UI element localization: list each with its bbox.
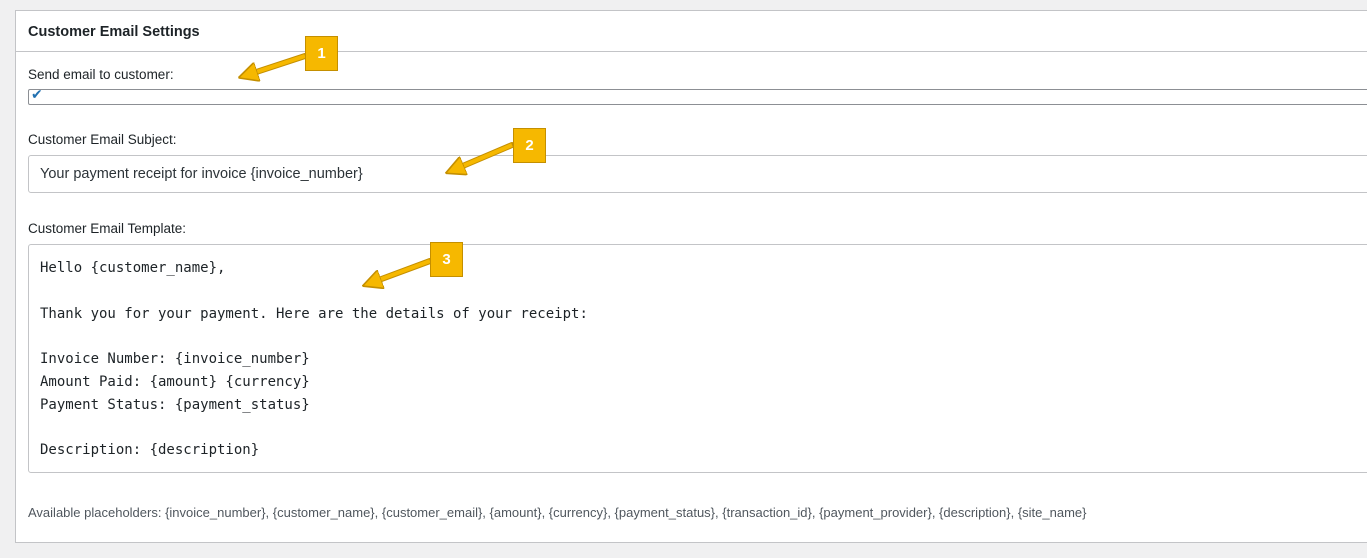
send-email-label: Send email to customer: — [28, 67, 174, 82]
panel-header: Customer Email Settings — [16, 11, 1367, 52]
callout-badge-3: 3 — [430, 242, 463, 277]
email-template-textarea[interactable]: Hello {customer_name}, Thank you for you… — [28, 244, 1367, 473]
template-line: Thank you for your payment. Here are the… — [40, 305, 588, 322]
template-line: Payment Status: {payment_status} — [40, 396, 310, 413]
callout-badge-1: 1 — [305, 36, 338, 71]
email-subject-label: Customer Email Subject: — [28, 132, 177, 147]
placeholders-help-text: Available placeholders: {invoice_number}… — [28, 505, 1087, 520]
template-line — [40, 417, 1367, 440]
template-line — [40, 280, 1367, 303]
template-line: Amount Paid: {amount} {currency} — [40, 373, 310, 390]
email-template-label: Customer Email Template: — [28, 221, 187, 236]
template-line: Hello {customer_name}, — [40, 260, 226, 276]
panel-title: Customer Email Settings — [28, 24, 200, 40]
template-line: Invoice Number: {invoice_number} — [40, 351, 310, 368]
checkmark-icon: ✔ — [31, 87, 43, 103]
callout-badge-2: 2 — [513, 128, 546, 163]
template-line: Description: {description} — [40, 442, 260, 459]
customer-email-settings-panel: Customer Email Settings Send email to cu… — [15, 10, 1367, 543]
send-email-checkbox[interactable]: ✔ — [28, 87, 1367, 105]
template-line — [40, 325, 1367, 348]
email-subject-input[interactable] — [28, 155, 1367, 193]
